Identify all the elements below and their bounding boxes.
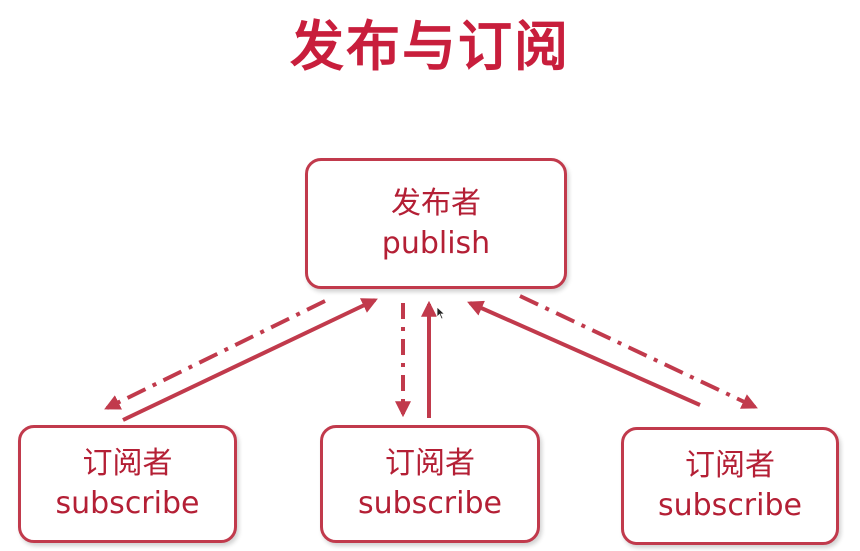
subscriber-node-3: 订阅者 subscribe (621, 427, 839, 545)
dashed-arrow-to-subscriber-3 (519, 294, 758, 409)
page-title: 发布与订阅 (290, 15, 570, 78)
subscriber-label-en: subscribe (358, 486, 502, 521)
subscriber-label-cn: 订阅者 (385, 446, 475, 481)
mouse-cursor-icon (436, 306, 446, 320)
subscriber-label-cn: 订阅者 (685, 448, 775, 483)
subscriber-label-en: subscribe (55, 486, 200, 521)
subscriber-node-2: 订阅者 subscribe (320, 425, 540, 543)
publisher-label-en: publish (381, 225, 491, 261)
subscriber-label-en: subscribe (658, 488, 802, 523)
solid-arrow-from-subscriber-3 (467, 300, 701, 407)
subscriber-node-1: 订阅者 subscribe (18, 425, 237, 543)
publisher-label-cn: 发布者 (391, 185, 481, 221)
subscriber-label-cn: 订阅者 (82, 446, 173, 481)
dashed-arrow-to-subscriber-1 (104, 299, 326, 410)
solid-arrow-from-subscriber-1 (122, 298, 378, 422)
publisher-node: 发布者 publish (305, 158, 567, 289)
